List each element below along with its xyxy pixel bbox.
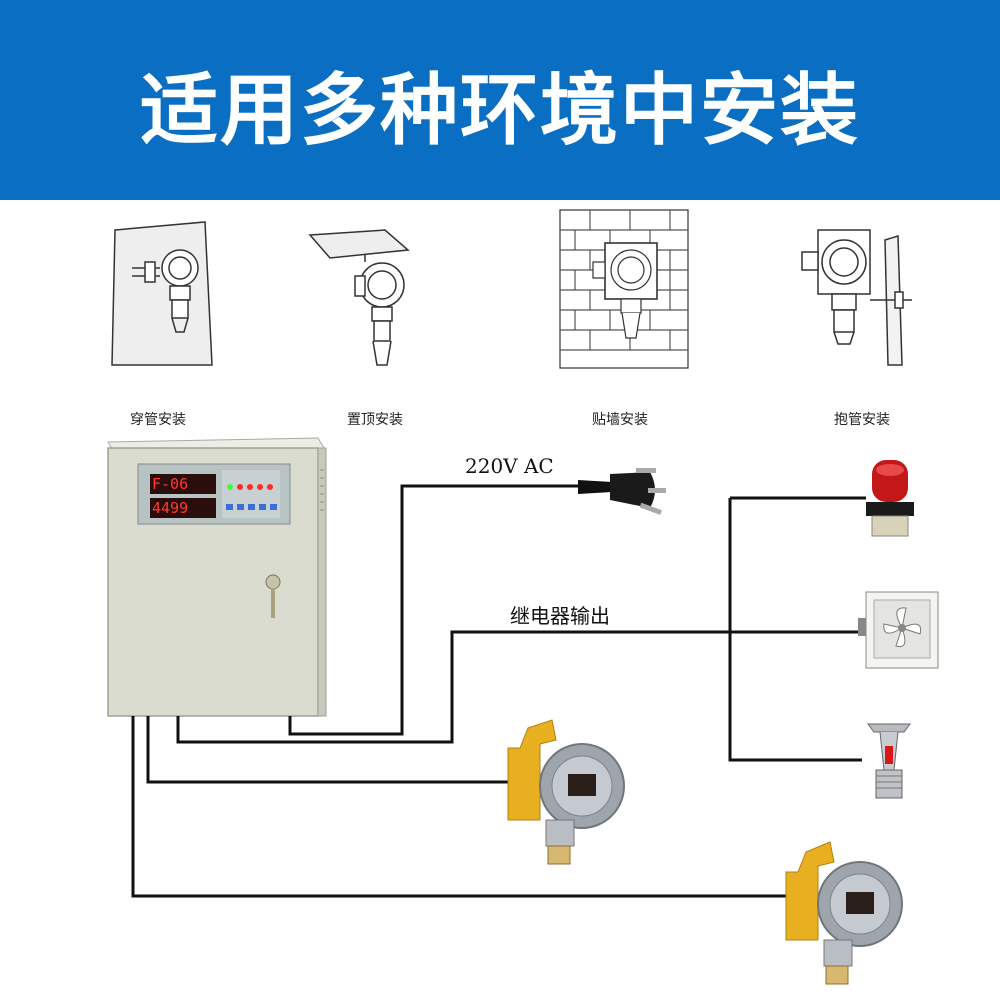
ceiling-mount-illustration [308,229,410,366]
gas-detector-1 [507,719,625,865]
display-line-1: F-06 [152,475,188,493]
status-led-green [227,484,233,490]
banner-title: 适用多种环境中安装 [139,66,860,156]
alarm-light-icon [866,460,914,537]
title-banner: 适用多种环境中安装 [0,0,1000,200]
controller-cabinet: F-06 4499 [107,437,327,717]
sprinkler-icon [867,723,911,799]
relay-output-label: 继电器输出 [510,604,610,628]
wiring [131,484,866,898]
power-plug-icon [578,468,666,515]
mount-label-wall: 贴墙安装 [592,412,648,428]
pipe-mount-illustration [111,221,213,366]
exhaust-fan-icon [858,591,939,669]
mount-label-pipe: 穿管安装 [130,412,186,428]
gas-detector-2 [785,841,903,985]
clamp-mount-illustration [801,229,912,366]
lock-icon [265,574,281,590]
power-label: 220V AC [465,454,554,478]
wall-mount-illustration [559,209,689,369]
panel-button [226,504,233,510]
mount-label-clamp: 抱管安装 [834,412,890,428]
display-line-2: 4499 [152,499,188,517]
status-led-red [237,484,243,490]
mount-label-ceiling: 置顶安装 [347,412,403,428]
